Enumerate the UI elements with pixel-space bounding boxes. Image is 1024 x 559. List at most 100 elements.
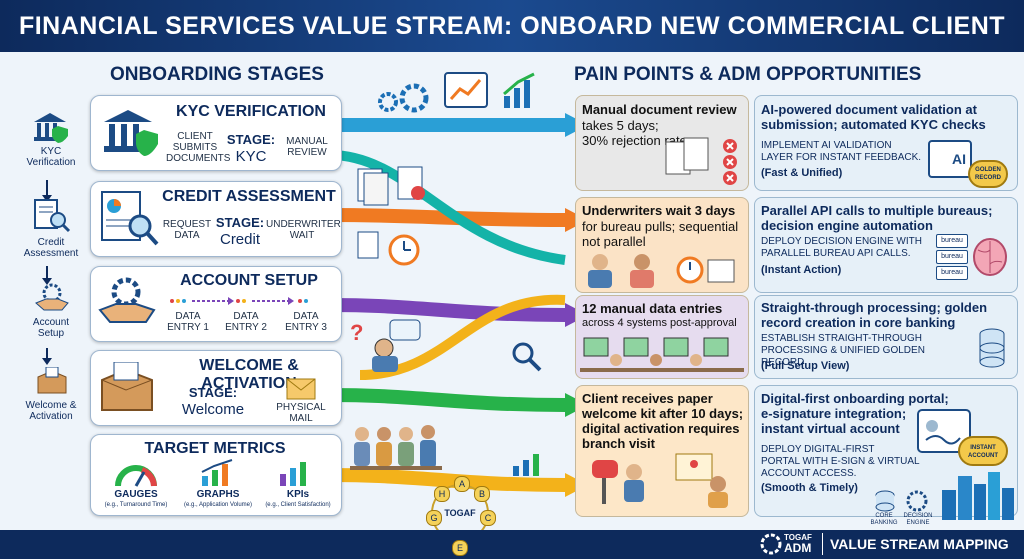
opportunity-account-title: Straight-through processing; golden reco…	[761, 300, 988, 330]
side-flow-label-welcome: Welcome & Activation	[25, 400, 77, 422]
opportunity-account-body: ESTABLISH STRAIGHT-THROUGH PROCESSING & …	[761, 333, 925, 368]
metric-graphs-sub: (e.g., Application Volume)	[183, 502, 253, 508]
footer-title: VALUE STREAM MAPPING	[830, 536, 1009, 552]
metric-gauges-label: GAUGES	[114, 489, 158, 500]
bank-shield-icon	[34, 113, 68, 143]
togaf-phase-a: A	[454, 476, 470, 492]
pain-credit-bold: Underwriters wait 3 days	[582, 203, 736, 218]
title-bar	[0, 0, 1024, 52]
decision-engine-label: DECISION ENGINE	[903, 513, 933, 526]
stage-welcome-label: STAGE:	[188, 385, 238, 400]
togaf-logo-icon	[760, 533, 782, 555]
kpi-chart-icon	[280, 462, 306, 486]
stage-card-kyc	[90, 95, 342, 171]
graph-icon	[201, 459, 233, 486]
stressed-underwriters-icon	[588, 254, 735, 288]
pain-card-account	[575, 295, 749, 379]
confused-worker-icon: ?	[350, 319, 421, 372]
side-flow-connectors	[42, 180, 52, 365]
togaf-phase-g: G	[426, 510, 442, 526]
pain-kyc-bold: Manual document review	[582, 102, 737, 117]
opportunity-card-account	[754, 295, 1018, 379]
decision-engine-icon	[906, 490, 928, 512]
footer-divider	[822, 533, 823, 555]
svg-text:?: ?	[350, 320, 363, 345]
togaf-phase-b: B	[474, 486, 490, 502]
gears-icon	[378, 83, 429, 113]
opportunity-credit-title: Parallel API calls to multiple bureaus; …	[761, 203, 993, 233]
stage-name-welcome: WELCOME & ACTIVATION	[199, 357, 299, 392]
handshake-gear-icon	[98, 277, 156, 323]
open-box-icon	[101, 362, 153, 411]
stage-credit-right-text: UNDERWRITER WAIT	[266, 219, 341, 241]
rejected-docs-icon	[665, 137, 737, 185]
stage-account-step-2: DATA ENTRY 2	[225, 311, 267, 333]
footer-logo-bottom: ADM	[784, 541, 812, 555]
opportunity-kyc-sub: (Fast & Unified)	[761, 167, 843, 179]
togaf-phase-c: C	[480, 510, 496, 526]
metric-gauges-sub: (e.g., Turnaround Time)	[104, 502, 168, 508]
pain-card-kyc	[575, 95, 749, 191]
stage-credit-value: Credit	[219, 231, 260, 248]
stage-credit-label: STAGE:	[215, 215, 265, 230]
stage-name-credit: CREDIT ASSESSMENT	[162, 188, 336, 205]
mailbox-branch-visit-icon	[592, 453, 728, 508]
opportunity-card-credit	[754, 197, 1018, 293]
opportunity-credit-body: DEPLOY DECISION ENGINE WITH PARALLEL BUR…	[761, 236, 922, 259]
bureau-api-2: bureau	[936, 250, 968, 264]
clock-documents-icon	[357, 231, 420, 266]
database-stack-icon	[979, 328, 1005, 368]
handshake-gear-icon	[35, 283, 69, 311]
opportunity-credit-sub: (Instant Action)	[761, 264, 842, 276]
metric-graphs-label: GRAPHS	[196, 489, 240, 500]
bank-shield-icon	[104, 110, 158, 156]
togaf-ring-label: TOGAF	[444, 508, 476, 518]
opportunity-welcome-body: DEPLOY DIGITAL-FIRST PORTAL WITH E-SIGN …	[761, 444, 920, 479]
stage-kyc-value: KYC	[235, 148, 267, 165]
pain-points-title: PAIN POINTS & ADM OPPORTUNITIES	[574, 64, 922, 85]
stage-kyc-label: STAGE:	[226, 132, 276, 147]
stage-kyc-left-text: CLIENT SUBMITS DOCUMENTS	[166, 131, 231, 164]
data-entry-clerks-icon	[580, 337, 744, 372]
report-magnifier-icon	[101, 191, 159, 246]
pain-credit-text: for bureau pulls; sequential not paralle…	[582, 219, 739, 249]
instant-account-badge: INSTANT ACCOUNT	[958, 436, 1008, 466]
golden-record-badge: GOLDEN RECORD	[968, 160, 1008, 188]
side-flow-label-credit: Credit Assessment	[23, 237, 79, 259]
opportunity-welcome-sub: (Smooth & Timely)	[761, 482, 858, 494]
ai-checklist-icon: AI	[928, 140, 972, 178]
city-skyline-icon	[942, 472, 1014, 520]
side-flow-label-account: Account Setup	[32, 317, 70, 339]
stage-welcome-right-text: PHYSICAL MAIL	[276, 402, 326, 424]
metric-kpis-label: KPIs	[286, 489, 310, 500]
pain-welcome-bold: Client receives paper welcome kit after …	[582, 391, 744, 451]
core-banking-label: CORE BANKING	[870, 513, 898, 526]
line-chart-window-icon	[444, 72, 488, 108]
stage-account-step-1: DATA ENTRY 1	[167, 311, 209, 333]
gauge-icon	[115, 465, 157, 487]
bureau-api-3: bureau	[936, 266, 968, 280]
pain-account-bold: 12 manual data entries	[582, 301, 723, 316]
small-bar-chart-icon	[513, 454, 539, 476]
footer-logo-top: TOGAF	[784, 533, 812, 542]
pain-account-text: across 4 systems post-approval	[582, 317, 737, 329]
bar-chart-icon	[503, 72, 535, 108]
onboarding-stages-title: ONBOARDING STAGES	[110, 64, 324, 85]
magnifier-icon	[512, 342, 542, 372]
stage-kyc-right-text: MANUAL REVIEW	[286, 136, 328, 158]
opportunity-welcome-title: Digital-first onboarding portal; e-signa…	[761, 391, 949, 436]
stage-name-kyc: KYC VERIFICATION	[176, 103, 326, 120]
page-title: FINANCIAL SERVICES VALUE STREAM: ONBOARD…	[18, 12, 1006, 40]
target-metrics-title: TARGET METRICS	[144, 440, 286, 457]
envelope-icon	[286, 378, 316, 400]
open-box-icon	[37, 367, 67, 394]
opportunity-account-sub: (Full Setup View)	[761, 360, 850, 372]
togaf-phase-e: E	[452, 540, 468, 556]
metric-kpis-sub: (e.g., Client Satisfaction)	[265, 502, 331, 508]
stage-account-step-3: DATA ENTRY 3	[285, 311, 327, 333]
side-flow	[8, 110, 86, 430]
bureau-api-1: bureau	[936, 234, 968, 248]
stage-name-account: ACCOUNT SETUP	[180, 272, 318, 289]
waiting-people-icon	[350, 425, 442, 470]
stage-welcome-value: Welcome	[181, 401, 245, 418]
